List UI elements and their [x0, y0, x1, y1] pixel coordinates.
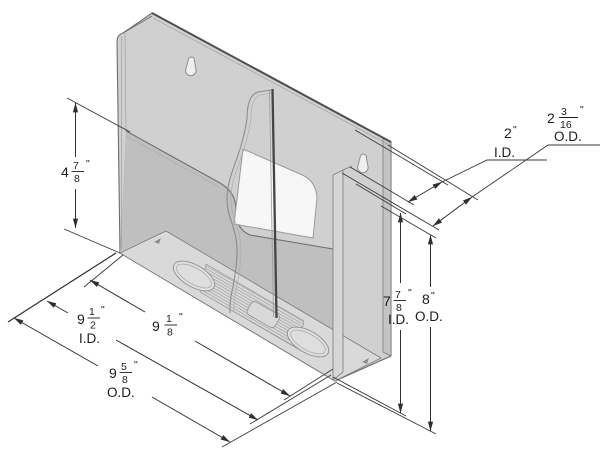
dim-inner-width-num: 1: [89, 306, 95, 318]
dim-outer-depth-label: O.D.: [554, 129, 582, 144]
dim-outer-depth-unit: ": [580, 104, 584, 116]
dimension-outer-depth: 2 3 16 " O.D.: [341, 104, 600, 231]
dim-floor-width-den: 8: [167, 327, 173, 339]
keyhole-slot-right: [357, 153, 369, 174]
dim-outer-width-num: 5: [121, 361, 127, 373]
keyhole-slot-left: [185, 56, 197, 77]
dim-front-height-den: 8: [74, 173, 80, 185]
dim-inner-depth-unit: ": [513, 124, 517, 136]
dim-outer-depth-num: 3: [561, 106, 567, 118]
side-wall-top-edge: [342, 165, 353, 171]
dim-front-height-whole: 4: [61, 164, 69, 180]
dim-inner-height-unit: ": [408, 287, 412, 299]
divider-dark-rib: [269, 90, 274, 318]
back-panel-top-edge-inner: [152, 17, 392, 147]
front-lip-inner-edge: [125, 135, 220, 188]
floor-center-plate: [246, 301, 280, 328]
dim-outer-width-label: O.D.: [107, 385, 135, 400]
dim-front-height-num: 7: [73, 160, 79, 172]
dim-outer-depth-whole: 2: [547, 110, 555, 126]
dim-inner-width-den: 2: [90, 320, 96, 332]
dim-outer-height-unit: ": [431, 290, 435, 302]
dim-floor-width-whole: 9: [152, 318, 160, 334]
left-wall-line-inner: [124, 32, 127, 132]
dim-inner-width-label: I.D.: [79, 331, 100, 346]
dim-floor-width-unit: ": [179, 311, 183, 323]
dim-inner-width-unit: ": [101, 304, 105, 316]
floor-recess-right: [286, 326, 330, 358]
brochure-holder: [116, 12, 392, 382]
dim-inner-height-den: 8: [396, 302, 402, 314]
dim-outer-height-whole: 8: [422, 291, 430, 307]
label-window: [233, 148, 318, 239]
mold-mark-left: [154, 238, 161, 244]
dim-outer-width-whole: 9: [109, 365, 117, 381]
dim-inner-height-label: I.D.: [388, 312, 409, 327]
dim-outer-width-den: 8: [122, 374, 128, 386]
dimension-inner-height: 7 7 8 " I.D.: [332, 183, 412, 417]
dimension-front-height: 4 7 8 ": [61, 97, 131, 254]
dimension-outer-width: 9 5 8 " O.D.: [13, 317, 338, 448]
dim-floor-width-num: 1: [166, 313, 172, 325]
back-panel-top-edge: [151, 12, 392, 143]
dimension-inner-depth: 2 " I.D.: [349, 124, 547, 206]
dim-outer-height-label: O.D.: [415, 309, 443, 324]
dimension-floor-width: 9 1 8 ": [83, 254, 334, 401]
dim-inner-depth-label: I.D.: [494, 145, 515, 160]
right-side-wall: [332, 169, 344, 381]
dim-outer-depth-den: 16: [560, 119, 572, 131]
dim-inner-height-whole: 7: [383, 293, 391, 309]
dim-outer-width-unit: ": [134, 359, 138, 371]
dim-front-height-unit: ": [86, 158, 90, 170]
dim-inner-depth-whole: 2: [504, 125, 512, 141]
dim-inner-height-num: 7: [395, 289, 401, 301]
mold-mark-right: [362, 358, 369, 364]
dimension-outer-height: 8 " O.D.: [336, 205, 443, 435]
left-wall-top-edge: [122, 15, 153, 34]
floor-recess-left: [172, 260, 216, 292]
dimension-inner-width: 9 1 2 " I.D.: [7, 252, 332, 425]
center-divider: [226, 88, 278, 319]
dim-inner-width-whole: 9: [77, 311, 85, 327]
